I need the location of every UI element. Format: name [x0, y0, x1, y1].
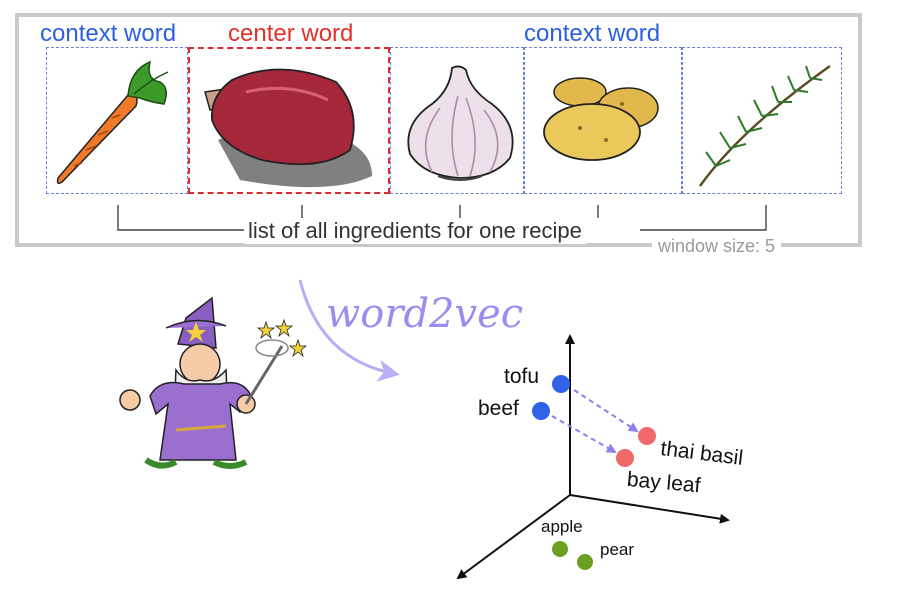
rosemary-icon [699, 65, 831, 187]
point-apple [552, 541, 568, 557]
point-beef [532, 402, 550, 420]
embedding-axes [456, 334, 730, 580]
ingredient-slot-carrot [46, 47, 188, 194]
context-word-label-right: context word [524, 20, 661, 47]
point-thai-basil [638, 427, 656, 445]
center-word-label: center word [228, 20, 354, 47]
carrot-icon [56, 60, 169, 185]
point-bay-leaf [616, 449, 634, 467]
ingredient-slot-garlic [390, 47, 524, 194]
window-size-label: window size: 5 [652, 236, 782, 256]
potato-icon [543, 77, 659, 161]
label-tofu: tofu [504, 365, 540, 388]
label-pear: pear [600, 540, 635, 559]
analogy-arrow-beef [551, 415, 617, 453]
list-caption: list of all ingredients for one recipe [244, 218, 586, 244]
garlic-icon [407, 65, 514, 181]
ingredient-slot-rosemary [682, 47, 842, 194]
wizard-icon [119, 296, 308, 469]
label-apple: apple [541, 517, 583, 536]
ingredient-slot-potato [524, 47, 682, 194]
point-tofu [552, 375, 570, 393]
label-beef: beef [478, 397, 519, 420]
word2vec-title: word2vec [326, 291, 524, 337]
ingredient-slot-meat [188, 47, 390, 194]
word2vec-flow-arrow [298, 279, 400, 382]
ingredient-bracket [117, 205, 767, 231]
analogy-arrow-tofu [573, 389, 639, 433]
point-pear [577, 554, 593, 570]
context-word-label-left: context word [40, 20, 177, 47]
meat-icon [204, 68, 372, 188]
